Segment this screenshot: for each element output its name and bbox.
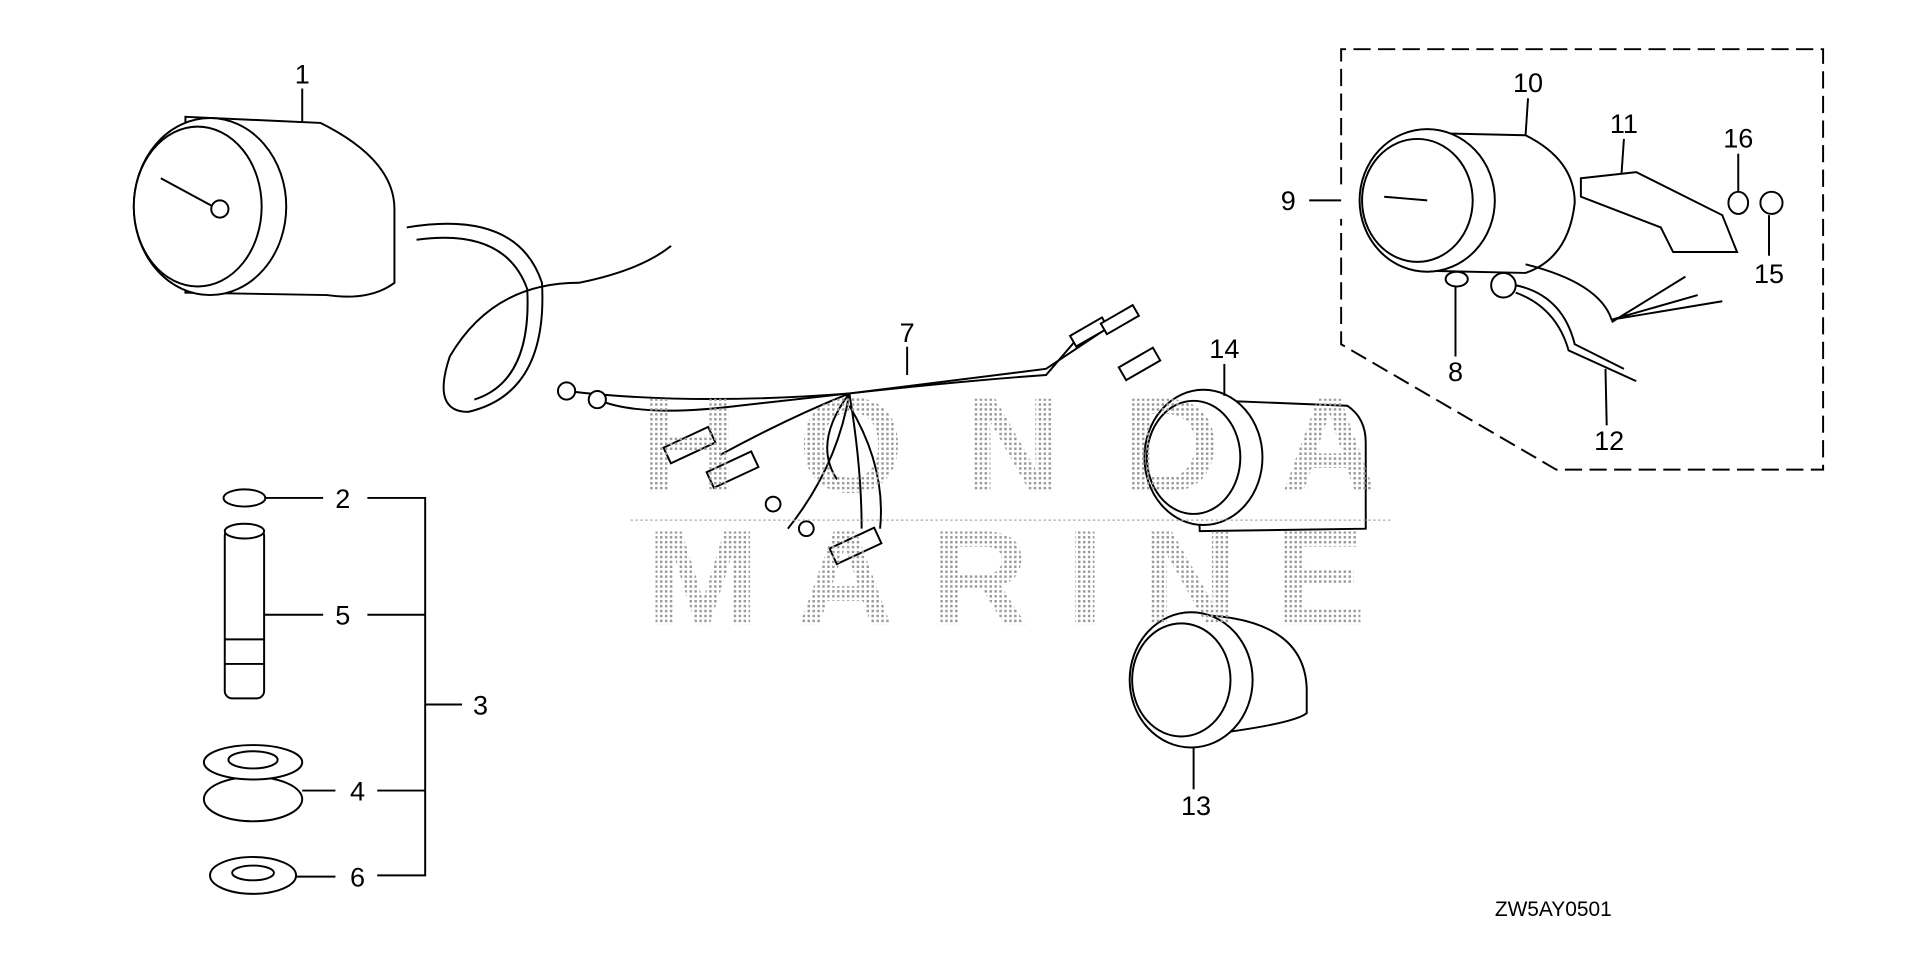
callout-12[interactable]: 12 [1594, 426, 1624, 456]
callout-7[interactable]: 7 [900, 318, 915, 348]
callout-1[interactable]: 1 [295, 60, 310, 90]
kit-boundary [1340, 48, 1825, 471]
callout-11[interactable]: 11 [1610, 109, 1638, 139]
part-8-bulb[interactable] [1444, 270, 1469, 288]
callout-13[interactable]: 13 [1181, 791, 1211, 821]
callout-10[interactable]: 10 [1513, 68, 1543, 98]
callout-2[interactable]: 2 [335, 484, 350, 514]
part-13-gauge[interactable] [1128, 611, 1308, 749]
part-11-bracket[interactable] [1579, 171, 1739, 254]
callout-9[interactable]: 9 [1281, 186, 1296, 216]
part-7-harness[interactable] [556, 303, 1162, 566]
callout-5[interactable]: 5 [335, 601, 350, 631]
part-15-nut[interactable] [1759, 190, 1784, 215]
callout-14[interactable]: 14 [1209, 334, 1239, 364]
diagram-code: ZW5AY0501 [1495, 898, 1612, 921]
part-6-washer[interactable] [209, 855, 298, 895]
callout-4[interactable]: 4 [350, 776, 365, 806]
callout-15[interactable]: 15 [1754, 259, 1784, 289]
leader-lines [264, 88, 1770, 878]
callout-16[interactable]: 16 [1723, 124, 1753, 154]
part-14-gauge[interactable] [1143, 388, 1367, 533]
part-12-socket[interactable] [1490, 263, 1723, 383]
callout-6[interactable]: 6 [350, 862, 365, 892]
part-16-washer[interactable] [1727, 190, 1750, 215]
part-1-gauge[interactable] [132, 115, 672, 413]
callout-8[interactable]: 8 [1448, 357, 1463, 387]
part-4-nut[interactable] [202, 744, 304, 823]
part-5-sleeve[interactable] [223, 522, 266, 700]
callout-3[interactable]: 3 [473, 690, 488, 720]
part-2-ring[interactable] [222, 488, 267, 508]
part-10-gauge[interactable] [1358, 128, 1576, 274]
